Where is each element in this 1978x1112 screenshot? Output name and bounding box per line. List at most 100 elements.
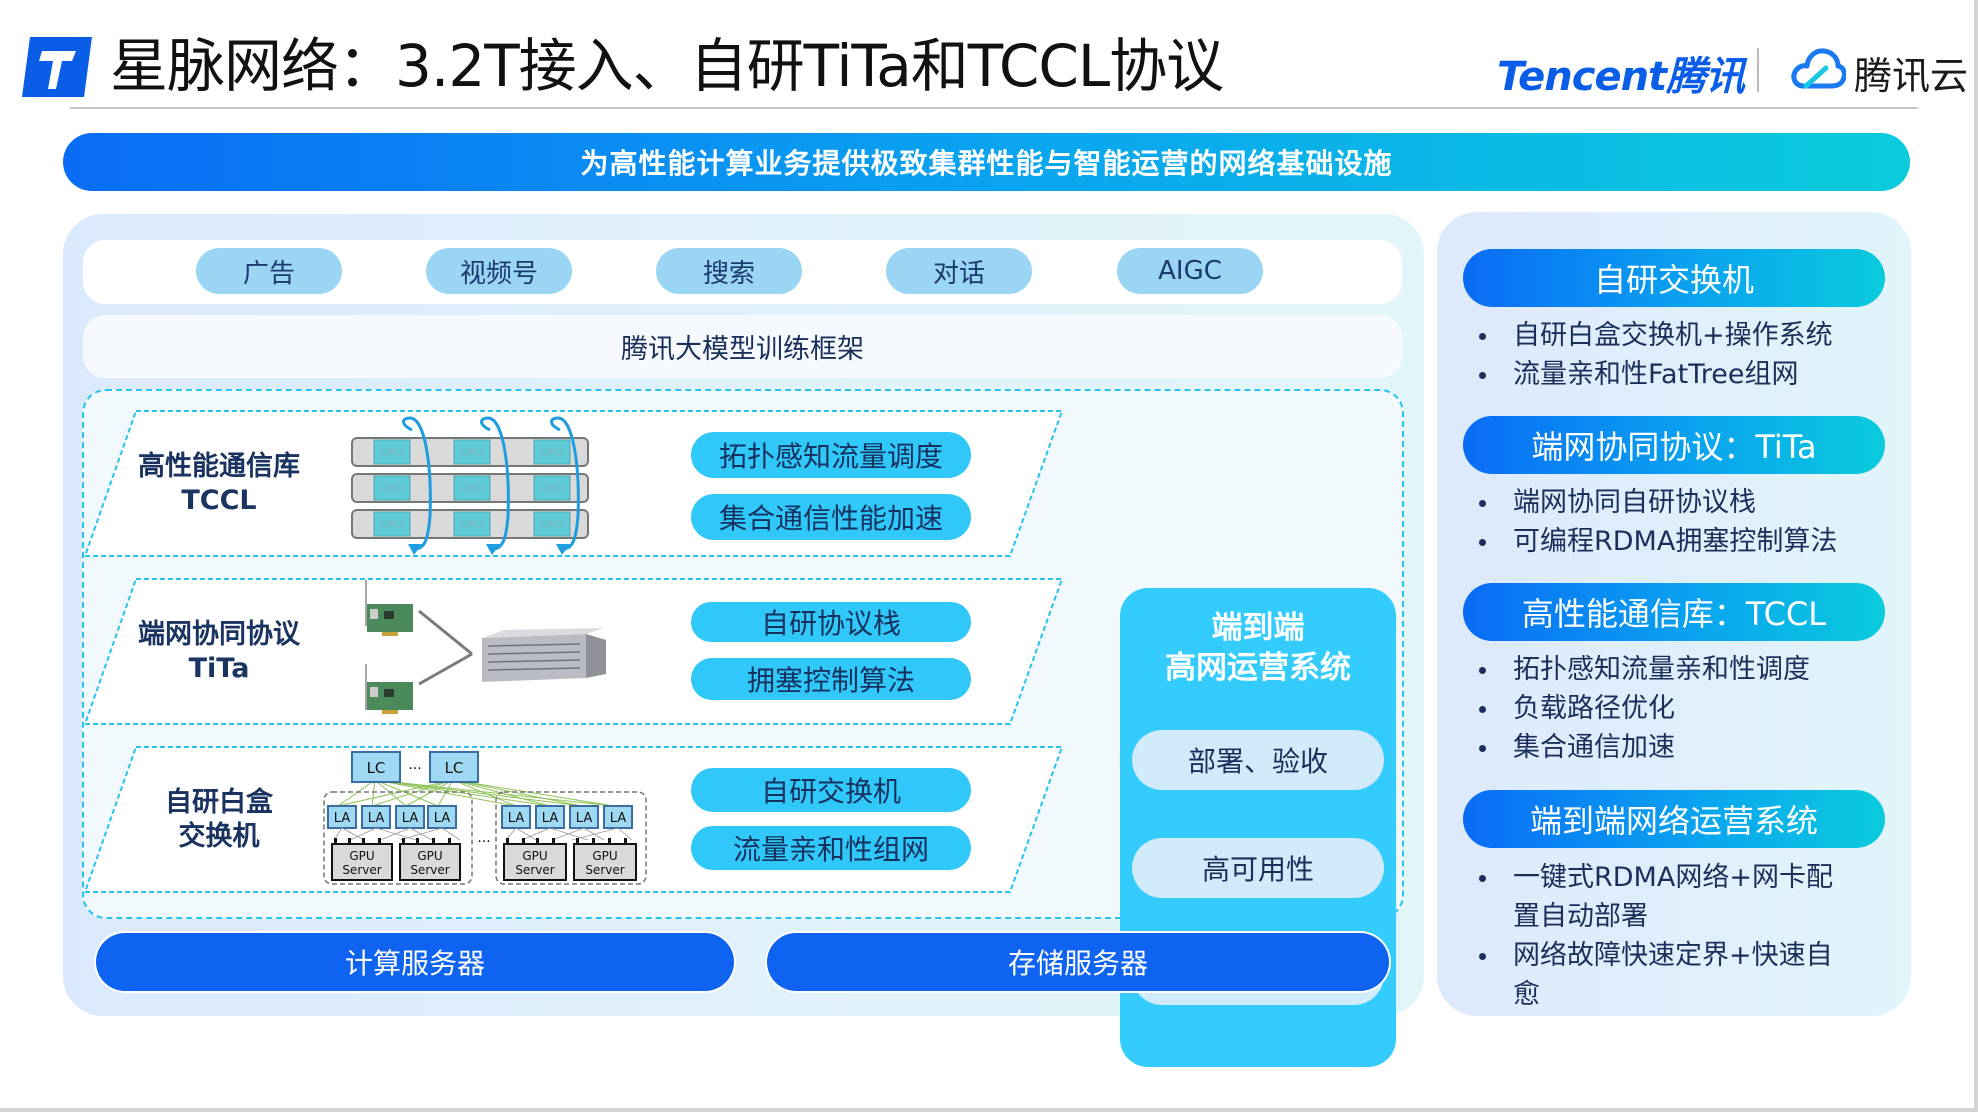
feature-pill-custom-switch: 自研交换机	[691, 768, 971, 812]
section-header-tccl: 高性能通信库：TCCL	[1463, 583, 1885, 641]
bullet-icon	[1479, 745, 1486, 752]
list-item: 网络故障快速定界+快速自愈	[1465, 936, 1855, 1014]
section-header-tita: 端网协同协议：TiTa	[1463, 416, 1885, 474]
section-header-e2e-ops: 端到端网络运营系统	[1463, 790, 1885, 848]
svg-text:GPU: GPU	[461, 484, 482, 495]
svg-text:LC: LC	[445, 759, 464, 777]
svg-text:GPU: GPU	[541, 484, 562, 495]
list-item: 拓扑感知流量亲和性调度	[1465, 650, 1885, 689]
app-pill-channels: 视频号	[426, 248, 572, 294]
e2e-item-availability: 高可用性	[1132, 838, 1384, 898]
svg-text:GPU: GPU	[349, 849, 374, 863]
svg-text:GPU: GPU	[541, 448, 562, 459]
svg-text:GPU: GPU	[417, 849, 442, 863]
layer-label-line1: 高性能通信库	[138, 451, 300, 482]
architecture-panel: 广告 视频号 搜索 对话 AIGC 腾讯大模型训练框架 高性能通信库 TCCL	[63, 214, 1424, 1067]
bullet-icon	[1479, 706, 1486, 713]
section-list-e2e-ops: 一键式RDMA网络+网卡配置自动部署 网络故障快速定界+快速自愈	[1465, 858, 1855, 1014]
e2e-item-deploy: 部署、验收	[1132, 730, 1384, 790]
list-item: 自研白盒交换机+操作系统	[1465, 316, 1885, 355]
layer-label: 端网协同协议 TiTa	[124, 618, 314, 686]
feature-summary-panel: 自研交换机 自研白盒交换机+操作系统 流量亲和性FatTree组网 端网协同协议…	[1437, 212, 1911, 1016]
svg-text:GPU: GPU	[381, 448, 402, 459]
feature-pill-congestion-control: 拥塞控制算法	[691, 658, 971, 700]
svg-text:···: ···	[477, 834, 490, 850]
bullet-icon	[1479, 953, 1486, 960]
layer-label-line2: TiTa	[188, 653, 250, 684]
svg-text:GPU: GPU	[522, 849, 547, 863]
e2e-ops-title: 端到端 高网运营系统	[1120, 608, 1396, 688]
app-pill-chat: 对话	[886, 248, 1032, 294]
bullet-icon	[1479, 667, 1486, 674]
applications-strip: 广告 视频号 搜索 对话 AIGC	[83, 240, 1402, 304]
layer-label: 自研白盒 交换机	[124, 786, 314, 854]
section-list-tccl: 拓扑感知流量亲和性调度 负载路径优化 集合通信加速	[1465, 650, 1885, 767]
bullet-icon	[1479, 333, 1486, 340]
bullet-icon	[1479, 875, 1486, 882]
list-item: 流量亲和性FatTree组网	[1465, 355, 1885, 394]
svg-text:LA: LA	[368, 811, 385, 826]
layer-label-line2: 交换机	[178, 821, 260, 852]
page-title: 星脉网络：3.2T接入、自研TiTa和TCCL协议	[110, 32, 1224, 100]
section-header-switch: 自研交换机	[1463, 249, 1885, 307]
layer-label-line1: 端网协同协议	[138, 619, 300, 650]
frame-border-bottom	[0, 1108, 1978, 1112]
storage-server-block: 存储服务器	[767, 933, 1389, 991]
title-underline	[70, 107, 1918, 109]
training-framework-strip: 腾讯大模型训练框架	[83, 315, 1402, 378]
layer-whitebox-switch: 自研白盒 交换机 LC LC ···	[84, 746, 1064, 893]
tencent-cloud-label: 腾讯云	[1854, 54, 1969, 98]
feature-pill-collective-acceleration: 集合通信性能加速	[691, 494, 971, 540]
svg-text:GPU: GPU	[592, 849, 617, 863]
section-list-switch: 自研白盒交换机+操作系统 流量亲和性FatTree组网	[1465, 316, 1885, 394]
frame-border-right	[1974, 0, 1978, 1112]
layer-label-line2: TCCL	[181, 485, 257, 516]
svg-text:LA: LA	[610, 811, 627, 826]
app-pill-aigc: AIGC	[1117, 248, 1263, 294]
list-item: 集合通信加速	[1465, 728, 1885, 767]
svg-text:GPU: GPU	[461, 520, 482, 531]
svg-text:Server: Server	[342, 863, 381, 877]
e2e-title-line2: 高网运营系统	[1165, 650, 1351, 686]
bullet-icon	[1479, 372, 1486, 379]
svg-text:LA: LA	[508, 811, 525, 826]
tencent-t-logo-icon	[22, 37, 92, 97]
e2e-ops-system-box: 端到端 高网运营系统 部署、验收 高可用性 问题巡检、定位	[1120, 588, 1396, 1067]
app-pill-ads: 广告	[196, 248, 342, 294]
svg-text:GPU: GPU	[381, 520, 402, 531]
svg-text:LC: LC	[367, 759, 386, 777]
feature-pill-topology-scheduling: 拓扑感知流量调度	[691, 432, 971, 478]
list-item: 可编程RDMA拥塞控制算法	[1465, 522, 1885, 561]
svg-text:Server: Server	[410, 863, 449, 877]
svg-text:GPU: GPU	[381, 484, 402, 495]
e2e-title-line1: 端到端	[1211, 610, 1305, 646]
svg-text:GPU: GPU	[461, 448, 482, 459]
switch-chassis-icon	[482, 628, 606, 682]
tencent-logo: Tencent腾讯	[1497, 54, 1745, 100]
layer-label: 高性能通信库 TCCL	[124, 450, 314, 518]
bullet-icon	[1479, 500, 1486, 507]
svg-text:LA: LA	[576, 811, 593, 826]
bullet-icon	[1479, 539, 1486, 546]
list-item: 一键式RDMA网络+网卡配置自动部署	[1465, 858, 1855, 936]
svg-text:LA: LA	[542, 811, 559, 826]
section-list-tita: 端网协同自研协议栈 可编程RDMA拥塞控制算法	[1465, 483, 1885, 561]
layer-tita: 端网协同协议 TiTa	[84, 578, 1064, 725]
tencent-cloud-logo-icon	[1791, 48, 1846, 89]
logo-divider	[1757, 48, 1759, 92]
nic-switch-diagram	[365, 580, 606, 714]
layer-label-line1: 自研白盒	[165, 787, 273, 818]
mission-banner: 为高性能计算业务提供极致集群性能与智能运营的网络基础设施	[63, 133, 1910, 191]
list-item: 负载路径优化	[1465, 689, 1885, 728]
feature-pill-protocol-stack: 自研协议栈	[691, 602, 971, 642]
svg-text:···: ···	[408, 761, 421, 777]
svg-text:Server: Server	[585, 863, 624, 877]
app-pill-search: 搜索	[656, 248, 802, 294]
svg-text:Server: Server	[515, 863, 554, 877]
nic-card-icon	[365, 580, 413, 636]
svg-text:LA: LA	[334, 811, 351, 826]
